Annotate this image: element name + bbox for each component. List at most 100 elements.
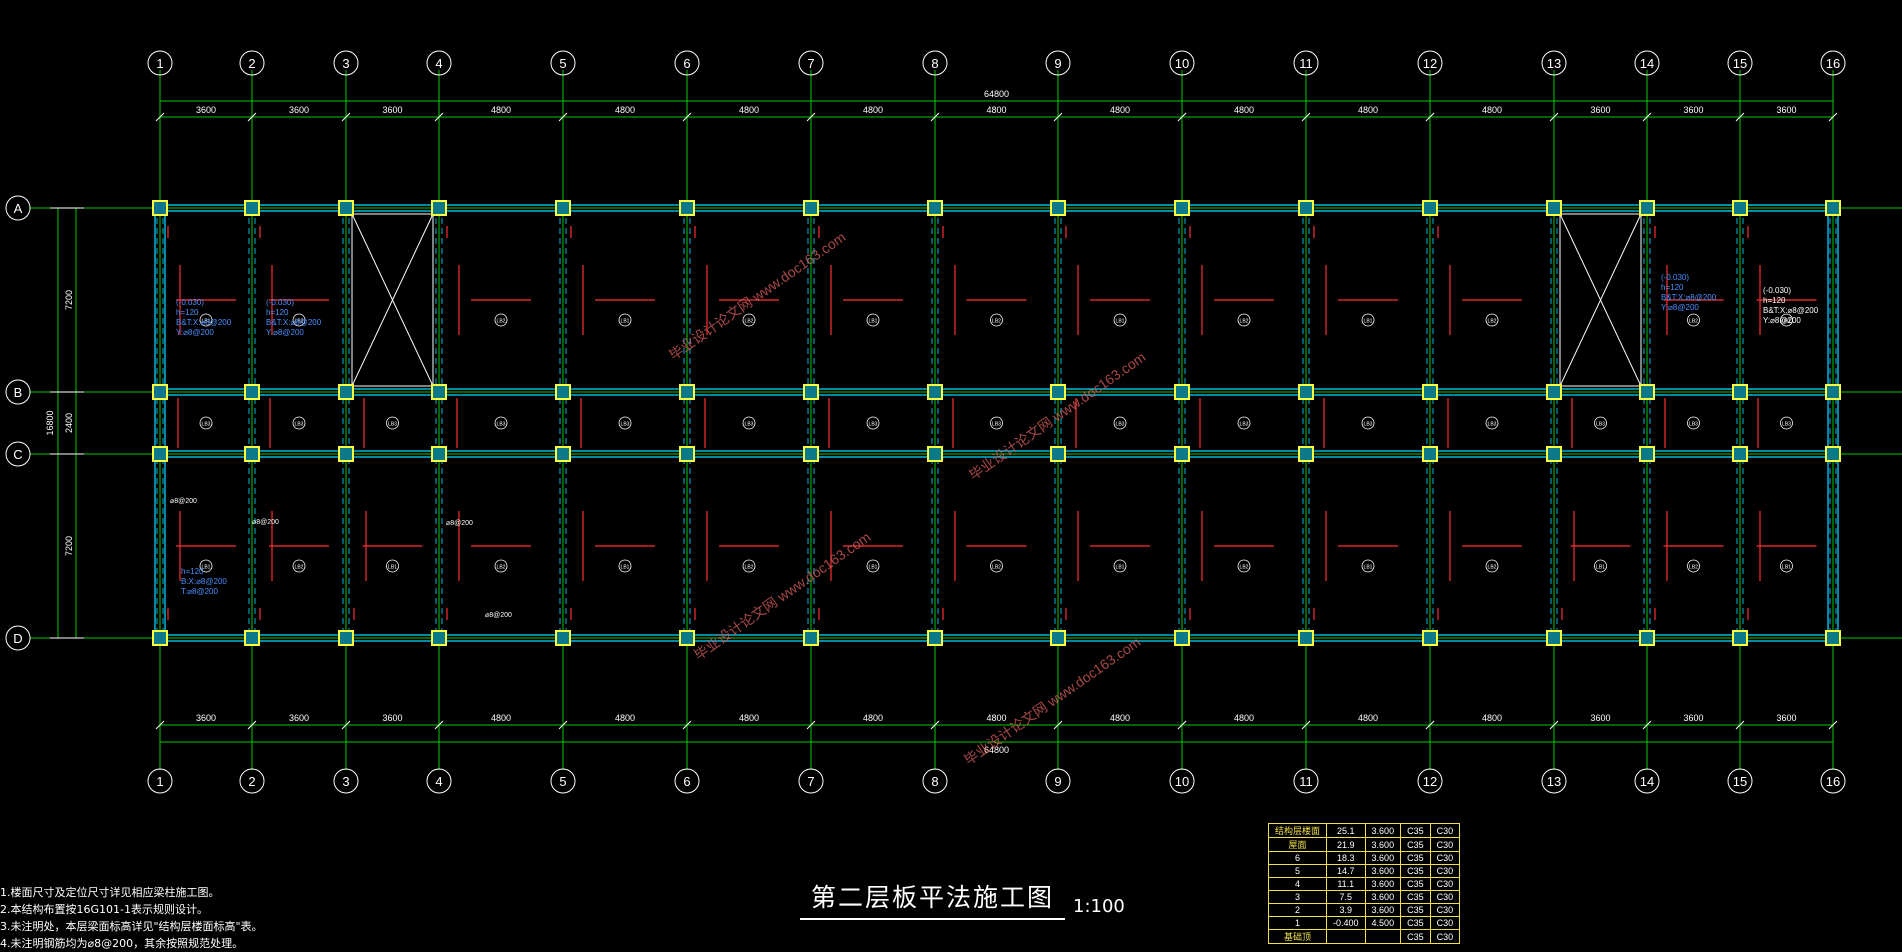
axis-bubble-label: 13 <box>1547 774 1561 789</box>
dimension-text: 4800 <box>1234 105 1254 115</box>
dimension-text: 3600 <box>289 713 309 723</box>
slab-tag: LB2 <box>1240 565 1249 571</box>
dimension-tick <box>247 720 257 730</box>
column <box>1825 446 1841 462</box>
watermark: 毕业设计论文网 www.doc163.com <box>691 529 874 663</box>
axis-bubble <box>239 768 265 794</box>
column <box>244 384 260 400</box>
axis-bubble <box>426 768 452 794</box>
dimension-tick <box>558 720 568 730</box>
column <box>338 200 354 216</box>
title-underline <box>800 918 1065 920</box>
column <box>1546 630 1562 646</box>
table-cell: 4.500 <box>1364 916 1402 930</box>
dimension-text: 4800 <box>863 713 883 723</box>
dimension-total: 64800 <box>984 89 1009 99</box>
axis-bubble-label: 12 <box>1423 56 1437 71</box>
slab-tag: LB3 <box>1782 422 1791 428</box>
note-line: 4.未注明钢筋均为⌀8@200，其余按照规范处理。 <box>0 937 244 950</box>
column <box>803 200 819 216</box>
axis-bubble <box>5 379 31 405</box>
axis-bubble-label: C <box>13 447 22 462</box>
column <box>555 630 571 646</box>
watermark: 毕业设计论文网 www.doc163.com <box>966 349 1149 483</box>
column <box>431 630 447 646</box>
column <box>431 446 447 462</box>
table-cell: 5 <box>1267 864 1328 878</box>
axis-bubble-label: 13 <box>1547 56 1561 71</box>
table-cell: -0.400 <box>1326 916 1366 930</box>
dimension-tick <box>434 720 444 730</box>
note-line: 1.楼面尺寸及定位尺寸详见相应梁柱施工图。 <box>0 886 220 899</box>
slab-tag: LB3 <box>621 422 630 428</box>
slab-tag: LB2 <box>497 565 506 571</box>
dimension-text: 3600 <box>382 713 402 723</box>
column <box>927 446 943 462</box>
column <box>1298 446 1314 462</box>
slab-tag-circle <box>990 313 1003 327</box>
slab-tag: LB3 <box>295 422 304 428</box>
axis-bubble <box>674 50 700 76</box>
rebar-callout: ⌀8@200 <box>446 520 473 527</box>
axis-bubble <box>1169 50 1195 76</box>
slab-tag: LB1 <box>202 319 211 325</box>
watermark: 毕业设计论文网 www.doc163.com <box>961 634 1144 768</box>
slab-tag-circle <box>494 313 508 327</box>
axis-bubble <box>333 50 359 76</box>
slab-tag: LB1 <box>869 319 878 325</box>
column <box>679 200 695 216</box>
column <box>1298 384 1314 400</box>
axis-bubble-label: 11 <box>1299 56 1313 71</box>
column <box>1546 200 1562 216</box>
axis-bubble <box>5 441 31 467</box>
dimension-tick <box>1828 720 1838 730</box>
dimension-tick <box>930 720 940 730</box>
axis-bubble-label: 5 <box>559 774 566 789</box>
column <box>555 200 571 216</box>
axis-bubble-label: 2 <box>248 774 255 789</box>
axis-bubble-label: 3 <box>342 774 349 789</box>
slab-tag-circle <box>990 416 1003 430</box>
column <box>1732 384 1748 400</box>
dimension-text: 4800 <box>863 105 883 115</box>
slab-tag-circle <box>866 559 880 573</box>
axis-bubble-label: 8 <box>931 56 938 71</box>
column <box>1174 446 1190 462</box>
dimension-tick <box>1735 112 1745 122</box>
axis-bubble-label: 9 <box>1054 56 1061 71</box>
dimension-text: 3600 <box>1776 713 1796 723</box>
slab-tag-circle <box>866 416 880 430</box>
table-cell: 3.600 <box>1364 823 1402 838</box>
column <box>152 446 168 462</box>
axis-bubble <box>550 768 576 794</box>
slab-tag: LB2 <box>992 319 1001 325</box>
column <box>1639 446 1655 462</box>
table-cell: 3.600 <box>1364 851 1402 865</box>
slab-tag: LB3 <box>497 422 506 428</box>
column <box>927 384 943 400</box>
dimension-tick <box>1828 112 1838 122</box>
axis-bubble <box>550 50 576 76</box>
axis-bubble-label: 10 <box>1175 774 1189 789</box>
slab-tag-circle <box>494 416 508 430</box>
table-cell: 7.5 <box>1326 890 1366 904</box>
column <box>1422 384 1438 400</box>
table-cell: C35 <box>1400 851 1431 865</box>
table-cell: 3.600 <box>1364 903 1402 917</box>
column <box>244 200 260 216</box>
table-cell: C35 <box>1400 823 1431 838</box>
column <box>803 384 819 400</box>
dimension-text: 4800 <box>491 713 511 723</box>
slab-note-line: h=120 <box>176 308 199 317</box>
axis-bubble-label: 3 <box>342 56 349 71</box>
slab-note-line: Y:⌀8@200 <box>1661 303 1699 312</box>
dimension-tick <box>1549 720 1559 730</box>
axis-bubble-label: D <box>13 631 22 646</box>
axis-bubble-label: 6 <box>683 774 690 789</box>
slab-note-line: T:⌀8@200 <box>181 587 219 596</box>
